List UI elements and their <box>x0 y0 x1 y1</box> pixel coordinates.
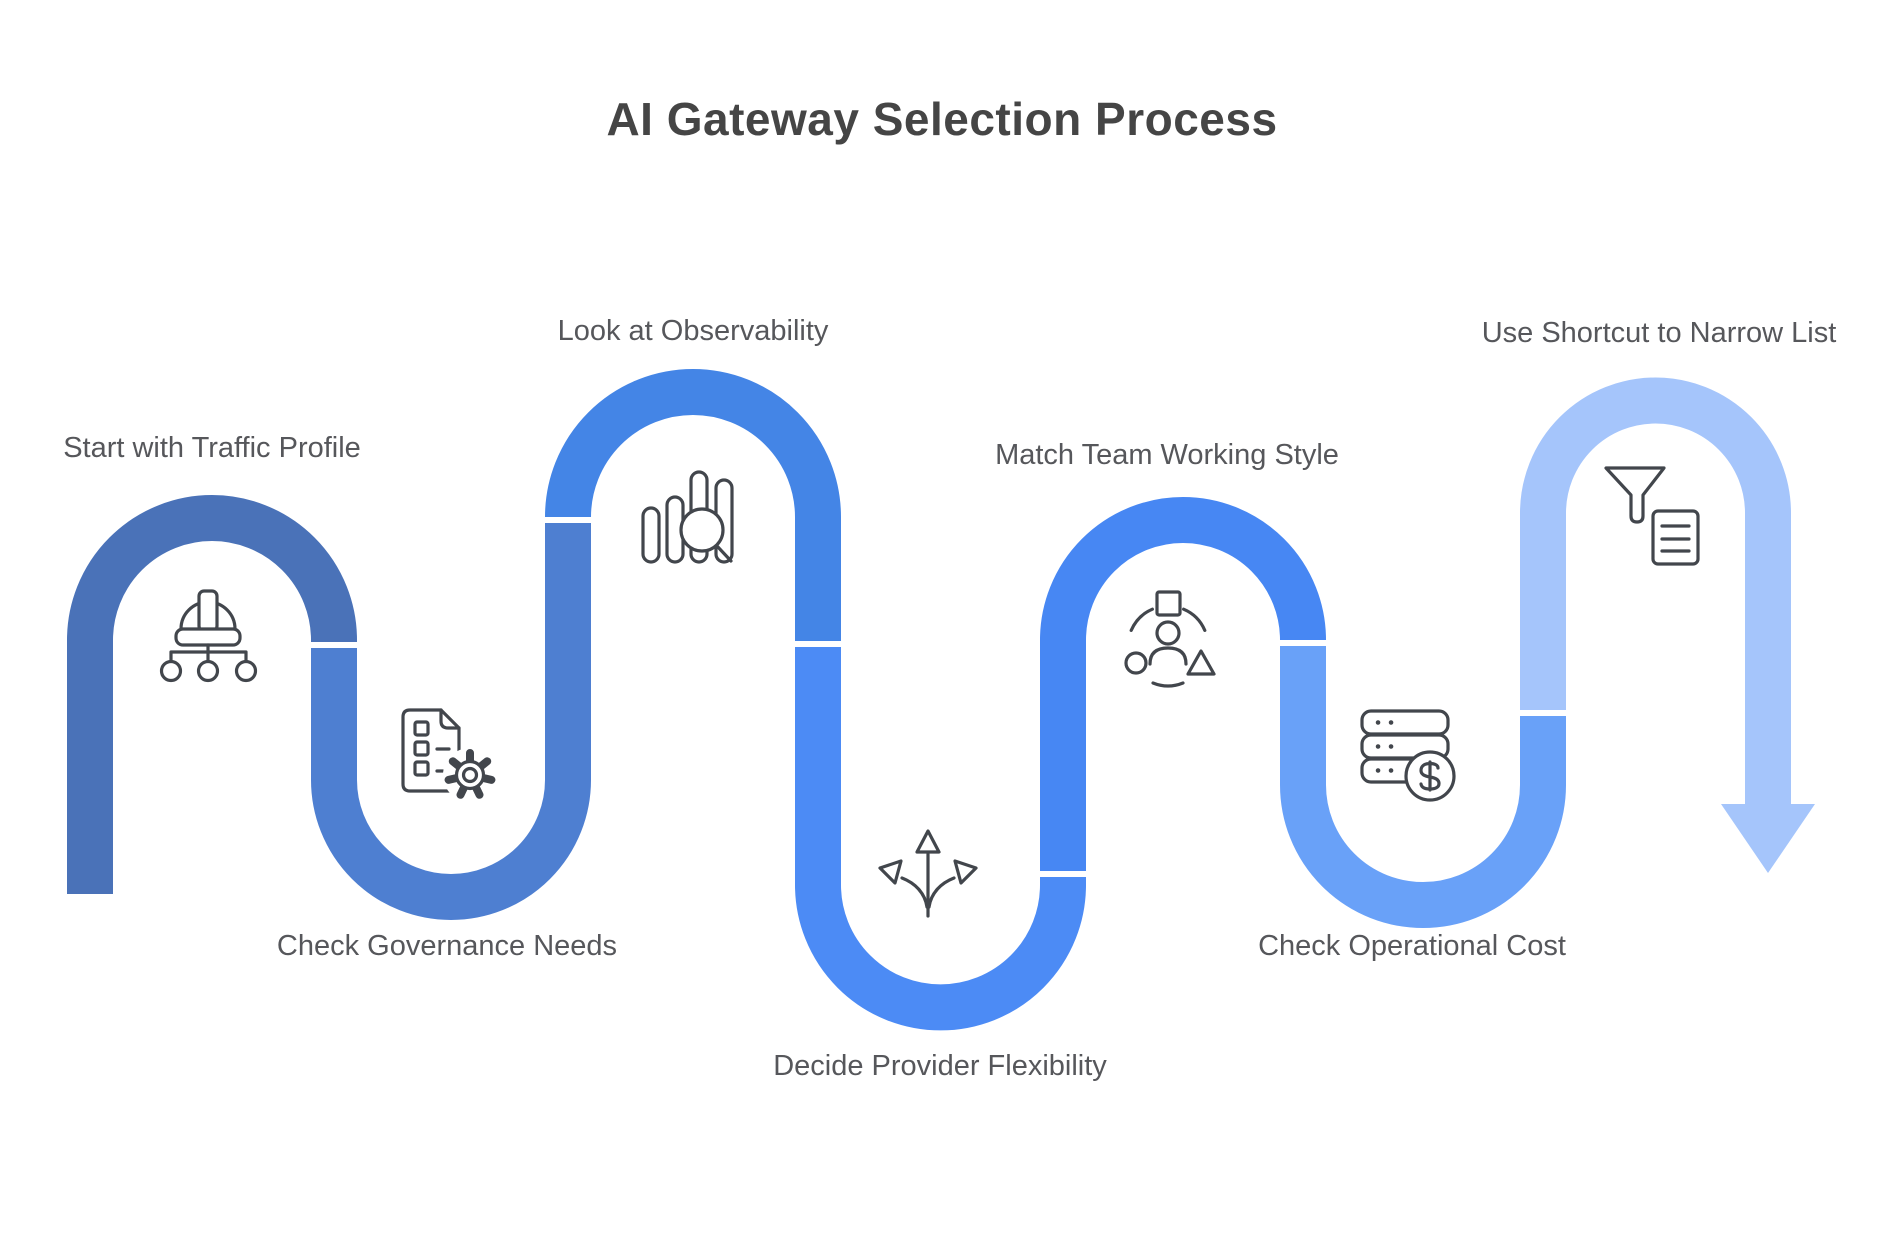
hard-hat-hierarchy-icon <box>159 589 258 683</box>
serpentine-path <box>67 369 1791 1031</box>
step-label-7: Use Shortcut to Narrow List <box>1482 317 1837 349</box>
branching-arrows-icon <box>878 829 978 918</box>
funnel-document-icon <box>1604 466 1700 566</box>
chart-magnifier-icon <box>641 470 734 564</box>
path-segment-3 <box>545 369 841 641</box>
document-gear-icon <box>401 708 497 802</box>
step-label-4: Decide Provider Flexibility <box>773 1050 1107 1082</box>
step-label-6: Check Operational Cost <box>1258 930 1566 962</box>
end-arrowhead <box>1721 804 1815 873</box>
path-segment-7 <box>1520 377 1791 806</box>
path-segment-2 <box>311 523 591 920</box>
step-label-1: Start with Traffic Profile <box>63 432 361 464</box>
diagram-title: AI Gateway Selection Process <box>606 93 1278 145</box>
path-segment-4 <box>795 647 1086 1031</box>
step-labels: Start with Traffic Profile Check Governa… <box>63 315 1836 1082</box>
path-segment-5 <box>1040 497 1326 871</box>
team-shapes-icon <box>1124 590 1216 688</box>
step-label-2: Check Governance Needs <box>277 930 617 962</box>
step-label-5: Match Team Working Style <box>995 439 1339 471</box>
path-segment-6 <box>1280 646 1566 928</box>
server-dollar-icon <box>1360 709 1456 802</box>
step-icons <box>159 466 1700 918</box>
step-label-3: Look at Observability <box>558 315 829 347</box>
path-segment-1 <box>67 495 357 894</box>
